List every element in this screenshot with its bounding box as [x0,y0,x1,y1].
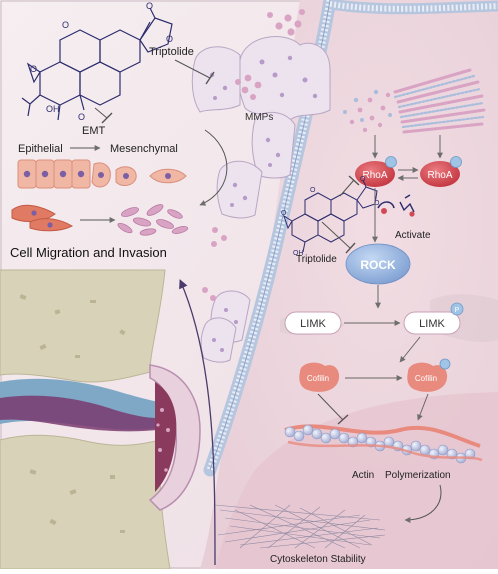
atom-o: O [78,112,85,122]
receptor-bundle [343,68,486,134]
rhoa-left-label: RhoA [362,170,387,181]
arrow-cofilin-to-actin [417,393,429,421]
chem-atoms-mid: O O O O OH [281,176,380,257]
cell-migration-title: Cell Migration and Invasion [10,245,167,260]
inhibit-bar [348,175,360,186]
rock-protein: ROCK [345,243,411,285]
migrating-cells [11,204,74,232]
inhibit-line-rock [321,221,351,249]
triptolide-structure-top [21,7,173,121]
actin-filament [284,424,483,464]
epithelial-label: Epithelial [18,143,63,155]
inhibit-bar [101,112,113,124]
phosphate-icon [450,302,464,316]
nucleus-region [215,392,498,569]
inhibit-bar [345,242,356,254]
atom-o: O [310,187,316,194]
inhibit-line-rhoa [339,179,355,197]
rhoa-right: RhoA [420,156,462,187]
mesenchymal-label: Mesenchymal [110,143,178,155]
atom-o: O [146,1,153,11]
activate-label: Activate [395,230,431,241]
atom-oh: OH [46,104,60,114]
epithelial-cells [17,159,187,189]
inhibit-bar [205,71,215,85]
triptolide-label-top: Triptolide [149,46,194,58]
arrow-to-cytoskeleton [404,484,442,523]
actin-label: Actin [352,470,374,481]
limk-right-label: LIMK [419,318,445,330]
inhibit-line-mmp [174,59,211,79]
emt-label: EMT [82,125,106,137]
atom-o: O [166,34,173,44]
phosphate-icon [439,358,451,370]
atom-o: O [281,210,287,217]
atom-o: O [62,20,69,30]
emt-to-migration-arrow [199,129,228,206]
cofilin-left: Cofilin [299,362,340,392]
rock-label: ROCK [360,258,396,272]
atom-o: O [30,64,37,74]
joint-to-migration-arrow [179,279,216,566]
chem-atoms-top: O O O O OH O [30,1,173,122]
arrow-limk-to-cofilin [399,336,421,363]
invading-cells [117,204,189,236]
rhoa-right-label: RhoA [427,170,452,181]
atom-o: O [374,200,380,207]
atom-oh: OH [293,250,304,257]
limk-left-label: LIMK [300,318,326,330]
triptolide-label-mid: Triptolide [296,254,337,265]
limk-left: LIMK [284,311,342,335]
knee-joint-icon [0,269,201,570]
cofilin-left-label: Cofilin [307,374,329,383]
activate-cluster [377,194,415,217]
cytoskeleton-label: Cytoskeleton Stability [270,554,366,565]
cytoskeleton-mesh [214,504,386,549]
inhibit-line-emt [94,107,108,119]
cofilin-right-label: Cofilin [415,374,437,383]
limk-right: LIMK P [403,302,464,335]
cofilin-right: Cofilin [407,358,451,392]
inhibit-bar [337,414,349,425]
phospho-label: P [455,307,460,314]
top-membrane [329,0,498,15]
secretory-vesicles [191,36,331,363]
rhoa-left: RhoA [355,156,397,187]
polymerization-label: Polymerization [385,470,451,481]
atom-o: O [360,176,366,183]
mmps-label: MMPs [245,112,273,123]
mmp-clusters [202,9,305,301]
triptolide-structure-mid [283,179,378,253]
inhibit-line-actin [317,393,344,421]
